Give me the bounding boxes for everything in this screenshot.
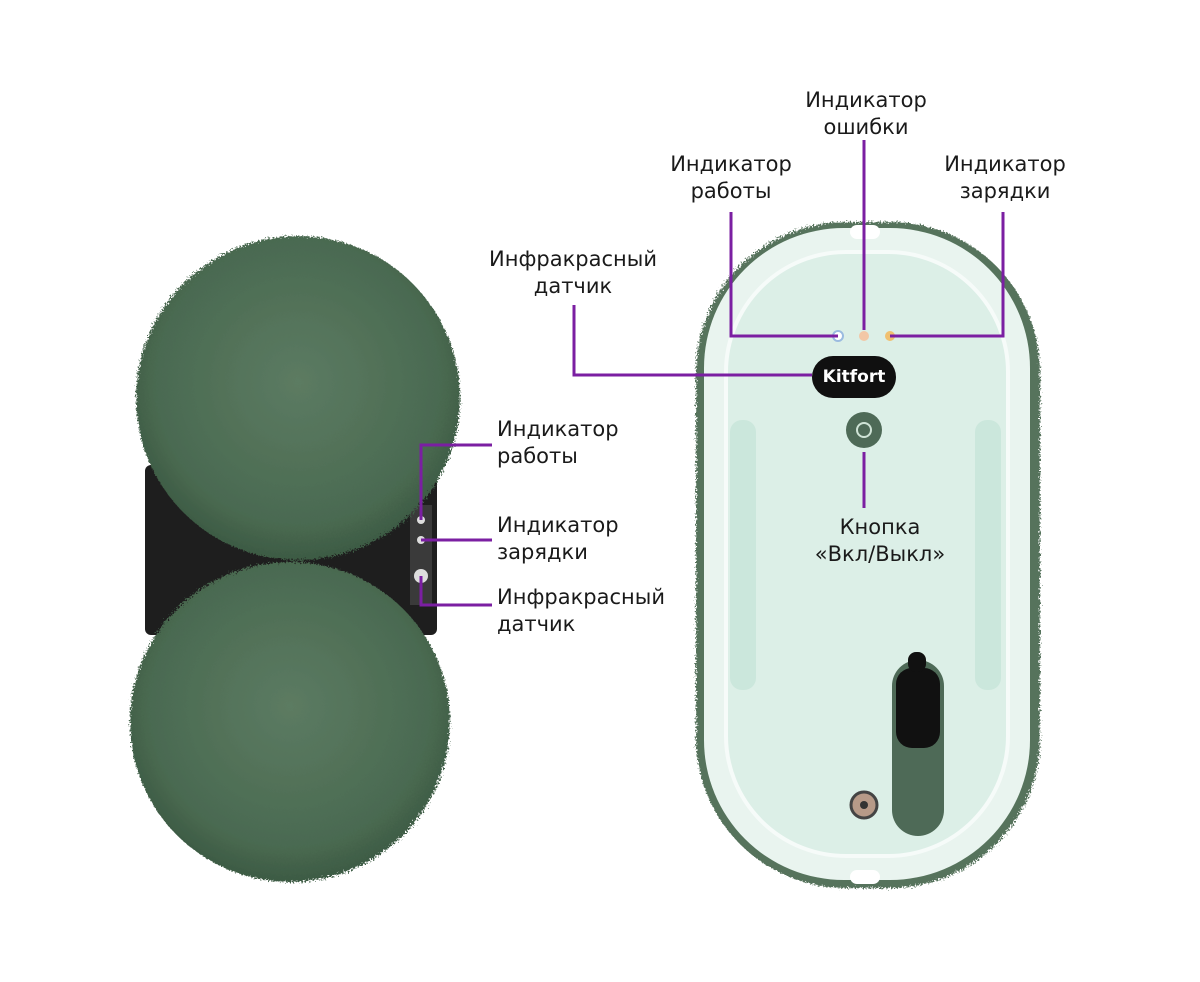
kitfort-badge: [812, 356, 896, 398]
left-device-side-view: [130, 236, 460, 882]
label-error-indicator: Индикатор ошибки: [805, 87, 927, 141]
label-line: датчик: [497, 612, 576, 636]
label-line: зарядки: [497, 540, 588, 564]
mop-pad-bottom: [130, 562, 450, 882]
label-line: Индикатор: [944, 152, 1066, 176]
label-line: Индикатор: [805, 88, 927, 112]
mop-pad-top: [136, 236, 460, 560]
label-line: Инфракрасный: [497, 585, 665, 609]
label-line: работы: [497, 444, 578, 468]
label-line: Инфракрасный: [489, 247, 657, 271]
label-left-charge-indicator: Индикатор зарядки: [497, 512, 619, 566]
label-line: зарядки: [959, 179, 1051, 203]
power-button: [846, 412, 882, 448]
label-line: Индикатор: [497, 513, 619, 537]
label-infrared-sensor: Инфракрасный датчик: [489, 246, 657, 300]
right-device-top-view: [696, 222, 1040, 888]
callout-lines: [419, 140, 1005, 607]
error-indicator-led: [859, 331, 869, 341]
label-line: ошибки: [823, 115, 909, 139]
label-power-button: Кнопка «Вкл/Выкл»: [815, 514, 945, 568]
label-left-work-indicator: Индикатор работы: [497, 416, 619, 470]
label-line: Кнопка: [839, 515, 921, 539]
label-line: работы: [690, 179, 772, 203]
label-line: датчик: [533, 274, 613, 298]
brand-logo: Kitfort: [822, 367, 886, 387]
label-line: Индикатор: [670, 152, 792, 176]
label-left-infrared-sensor: Инфракрасный датчик: [497, 584, 665, 638]
label-line: Индикатор: [497, 417, 619, 441]
label-charge-indicator: Индикатор зарядки: [944, 151, 1066, 205]
label-line: «Вкл/Выкл»: [814, 542, 946, 566]
label-work-indicator: Индикатор работы: [670, 151, 792, 205]
